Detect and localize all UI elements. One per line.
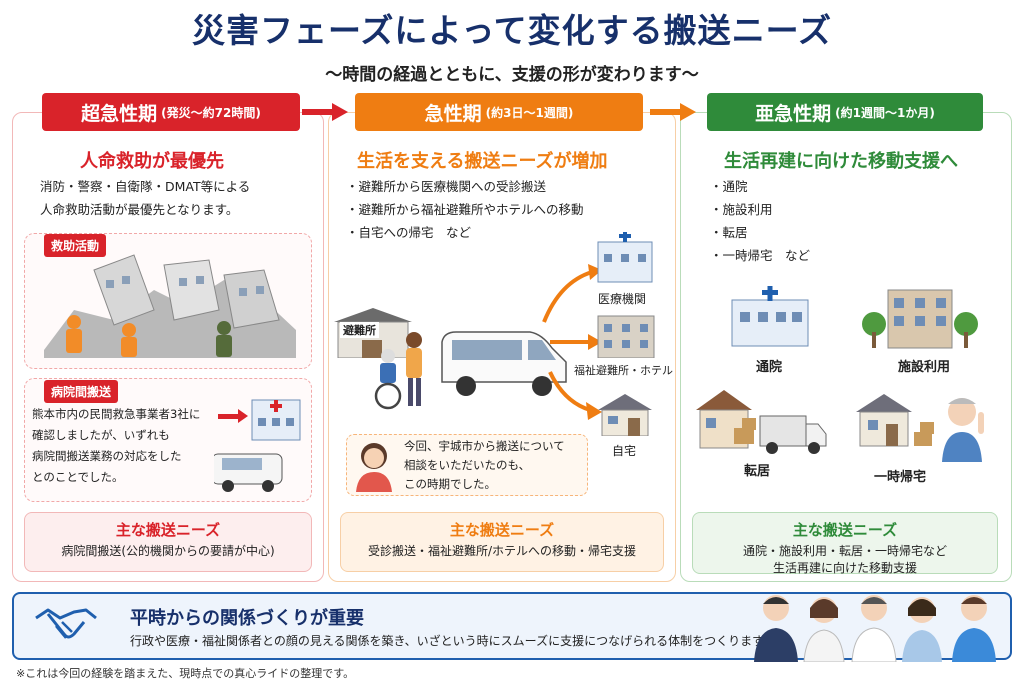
text-line: 通院・施設利用・転居・一時帰宅など [742, 544, 947, 558]
list-item: ・通院 [710, 179, 748, 194]
footnote: ※これは今回の経験を踏まえた、現時点での真心ライドの整理です。 [16, 667, 355, 680]
phase-header-acute: 急性期 (約3日〜1週間) [355, 93, 643, 131]
phase-header-subacute: 亜急性期 (約1週間〜1か月) [707, 93, 983, 131]
needs-desc: 病院間搬送(公的機関からの要請が中心) [25, 543, 311, 560]
page-title: 災害フェーズによって変化する搬送ニーズ [191, 11, 833, 50]
hospital-icon [731, 286, 809, 347]
text-line: 病院間搬送(公的機関からの要請が中心) [61, 544, 275, 558]
shelter-sign: 避難所 [340, 322, 379, 338]
bottom-text: 行政や医療・福祉関係者との顔の見える関係を築き、いざという時にスムーズに支援につ… [130, 634, 775, 648]
phase-name: 亜急性期 [755, 102, 832, 125]
panel-heading: 生活を支える搬送ニーズが増加 [357, 151, 608, 172]
phase-panel-subacute [680, 112, 1012, 582]
bottom-banner [12, 592, 1012, 660]
list-item: ・施設利用 [710, 202, 773, 217]
page-subtitle: 〜時間の経過とともに、支援の形が変わります〜 [325, 65, 699, 85]
needs-title: 主な搬送ニーズ [115, 521, 221, 539]
text-line: とのことでした。 [32, 470, 124, 484]
needs-desc: 受診搬送・福祉避難所/ホテルへの移動・帰宅支援 [341, 543, 663, 560]
phase-header-hyperacute: 超急性期 (発災〜約72時間) [42, 93, 300, 131]
text-line: 相談をいただいたのも、 [404, 458, 531, 472]
phase-name: 急性期 [424, 102, 482, 125]
staff-group-illustration [754, 595, 996, 662]
staff-avatar [356, 443, 392, 492]
text-line: 熊本市内の民間救急事業者3社に [32, 407, 201, 421]
hospital-icon [597, 232, 653, 283]
icon-label-temp-home: 一時帰宅 [874, 470, 927, 485]
needs-box-subacute: 主な搬送ニーズ 通院・施設利用・転居・一時帰宅など 生活再建に向けた移動支援 [692, 512, 998, 577]
arrow-right-icon [302, 103, 348, 121]
text-line: この時期でした。 [404, 477, 496, 491]
bottom-title: 平時からの関係づくりが重要 [130, 608, 364, 629]
home-return-icon [856, 394, 984, 462]
phase-name: 超急性期 [81, 102, 158, 125]
list-item: ・避難所から医療機関への受診搬送 [346, 179, 547, 194]
list-item: ・避難所から福祉避難所やホテルへの移動 [346, 202, 584, 217]
rubble-illustration [44, 254, 296, 358]
tag-transfer: 病院間搬送 [44, 380, 119, 403]
text-line: 生活再建に向けた移動支援 [772, 561, 917, 575]
panel-list: ・通院 ・施設利用 ・転居 ・一時帰宅 など [710, 175, 810, 267]
home-icon [598, 394, 652, 436]
tag-rescue: 救助活動 [44, 234, 107, 257]
needs-title: 主な搬送ニーズ [449, 521, 555, 539]
panel-list: ・避難所から医療機関への受診搬送 ・避難所から福祉避難所やホテルへの移動 ・自宅… [346, 175, 584, 244]
panel-heading: 人命救助が最優先 [80, 151, 224, 172]
hospital-icon [214, 399, 301, 492]
text-line: 消防・警察・自衛隊・DMAT等による [40, 179, 251, 194]
arrow-right-icon [650, 103, 696, 121]
text-line: 人命救助活動が最優先となります。 [40, 202, 239, 217]
van-illustration [441, 331, 567, 396]
list-item: ・転居 [710, 225, 748, 240]
branch-arrows-icon [542, 264, 602, 420]
text-line: 病院間搬送業務の対応をした [32, 449, 182, 463]
phase-period: (発災〜約72時間) [161, 105, 261, 120]
icon-label-move: 転居 [744, 464, 771, 479]
text-line: 受診搬送・福祉避難所/ホテルへの移動・帰宅支援 [367, 544, 637, 558]
text-line: 今回、宇城市から搬送について [404, 439, 565, 453]
needs-desc: 通院・施設利用・転居・一時帰宅など 生活再建に向けた移動支援 [693, 543, 997, 577]
text-line: 確認しましたが、いずれも [32, 428, 170, 442]
list-item: ・自宅への帰宅 など [346, 225, 472, 240]
dest-label-welfare: 福祉避難所・ホテル [574, 364, 673, 377]
needs-title: 主な搬送ニーズ [792, 521, 898, 539]
icon-label-hospital: 通院 [756, 360, 783, 375]
phase-period: (約3日〜1週間) [485, 105, 574, 120]
quote-text: 今回、宇城市から搬送について 相談をいただいたのも、 この時期でした。 [404, 437, 565, 494]
welfare-facility-icon [597, 315, 655, 358]
handshake-icon [35, 608, 97, 639]
dest-label-home: 自宅 [612, 444, 637, 458]
needs-box-acute: 主な搬送ニーズ 受診搬送・福祉避難所/ホテルへの移動・帰宅支援 [340, 512, 664, 572]
dest-label-hospital: 医療機関 [598, 292, 647, 306]
list-item: ・一時帰宅 など [710, 248, 811, 263]
facility-icon [862, 289, 978, 349]
needs-box-hyperacute: 主な搬送ニーズ 病院間搬送(公的機関からの要請が中心) [24, 512, 312, 572]
wheelchair-people-illustration [374, 332, 422, 410]
moving-truck-icon [696, 390, 827, 454]
phase-period: (約1週間〜1か月) [835, 105, 935, 120]
transfer-text: 熊本市内の民間救急事業者3社に 確認しましたが、いずれも 病院間搬送業務の対応を… [32, 404, 200, 488]
panel-text: 消防・警察・自衛隊・DMAT等による 人命救助活動が最優先となります。 [40, 175, 250, 221]
icon-label-facility: 施設利用 [898, 360, 951, 375]
panel-heading: 生活再建に向けた移動支援へ [724, 151, 958, 172]
